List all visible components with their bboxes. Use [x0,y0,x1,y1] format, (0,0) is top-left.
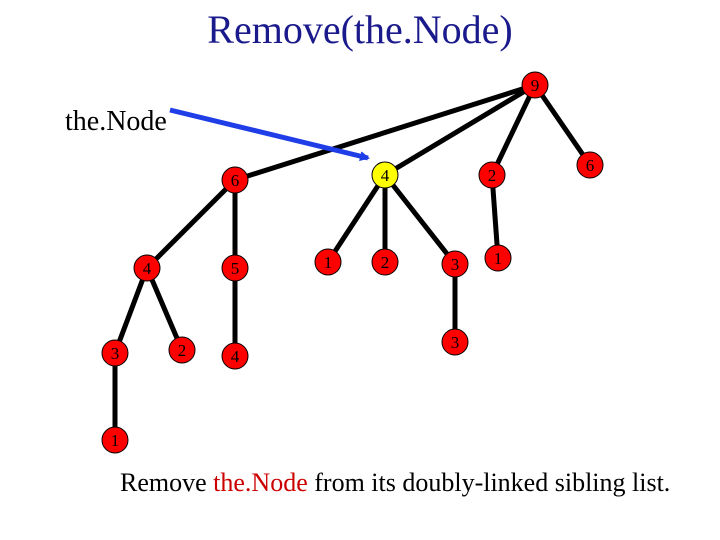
tree-node-label: 5 [231,259,240,278]
tree-node-circle [478,161,506,189]
tree-edge [232,82,538,183]
tree-node: 4 [371,161,399,189]
tree-node: 4 [221,342,249,370]
tree-edge [144,177,238,271]
tree-node: 4 [133,254,161,282]
tree-node: 3 [441,250,469,278]
tree-node-label: 2 [381,253,390,272]
caption-suffix: from its doubly-linked sibling list. [307,468,671,497]
tree-node-label: 2 [178,341,187,360]
tree-node-label: 1 [324,253,333,272]
tree-node-circle [221,254,249,282]
tree-node-label: 3 [111,344,120,363]
tree-node: 3 [101,339,129,367]
tree-node-label: 6 [586,156,595,175]
tree-node-circle [133,254,161,282]
tree-node-circle [371,248,399,276]
tree-node: 9 [521,71,549,99]
pointer-arrow [169,107,370,161]
caption-prefix: Remove [120,468,214,497]
tree-edge [144,265,185,353]
tree-edge [382,82,538,178]
tree-node: 1 [484,244,512,272]
tree-node: 2 [371,248,399,276]
tree-node-label: 3 [451,255,460,274]
tree-node-label: 4 [231,347,240,366]
tree-node-circle [484,244,512,272]
tree-node-label: 2 [488,166,497,185]
caption: Remove the.Node from its doubly-linked s… [120,468,670,498]
tree-node-label: 9 [531,76,540,95]
tree-node: 2 [168,336,196,364]
tree-node-circle [521,71,549,99]
page-title: Remove(the.Node) [207,7,513,52]
tree-node-label: 3 [451,333,460,352]
tree-node-label: 1 [494,249,503,268]
tree-edge [325,172,388,265]
tree-node: 3 [441,328,469,356]
tree-edge [532,82,593,168]
tree-node: 2 [478,161,506,189]
tree-node: 6 [576,151,604,179]
the-node-label: the.Node [65,106,167,137]
tree-node: 6 [221,166,249,194]
tree-node-circle [441,250,469,278]
tree-node-label: 4 [143,259,152,278]
tree-edge [382,172,458,267]
tree-node-circle [221,166,249,194]
caption-highlight: the.Node [213,468,308,497]
tree-node: 5 [221,254,249,282]
tree-edge [489,82,538,178]
tree-node: 1 [314,248,342,276]
tree-node-circle [314,248,342,276]
tree-node-circle [101,426,129,454]
tree-node-circle [576,151,604,179]
tree-node-circle [168,336,196,364]
tree-node-circle [101,339,129,367]
tree-node-circle [221,342,249,370]
tree-node: 1 [101,426,129,454]
tree-node-circle [441,328,469,356]
tree-node-label: 4 [381,166,390,185]
tree-node-circle [371,161,399,189]
tree-node-label: 1 [111,431,120,450]
tree-edge [489,172,501,261]
tree-edge [112,265,150,356]
tree-node-label: 6 [231,171,240,190]
